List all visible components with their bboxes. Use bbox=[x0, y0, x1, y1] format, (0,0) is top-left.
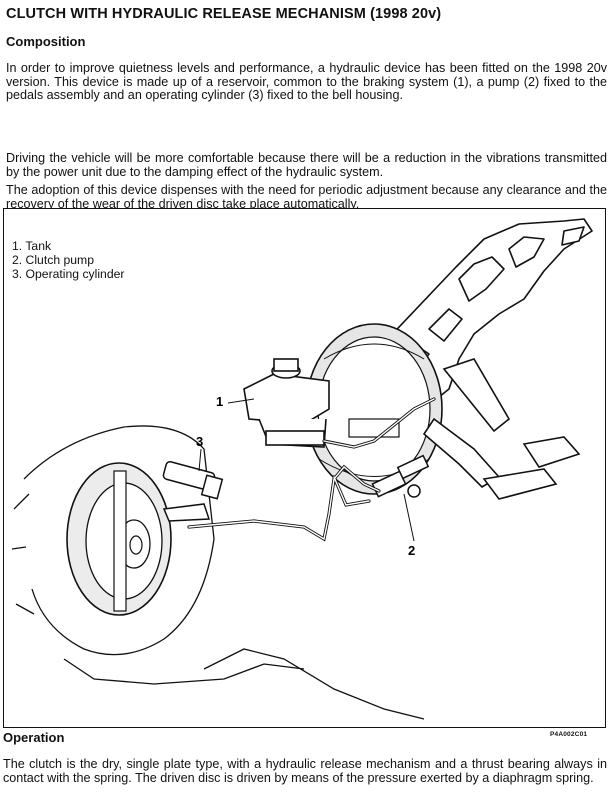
clutch-disc bbox=[66, 462, 172, 616]
callout-3: 3 bbox=[196, 434, 203, 449]
legend-item-clutch-pump: 2. Clutch pump bbox=[12, 253, 94, 267]
hydraulic-clutch-figure: 1. Tank 2. Clutch pump 3. Operating cyli… bbox=[3, 208, 606, 728]
callout-2: 2 bbox=[408, 543, 415, 558]
legend-item-operating-cylinder: 3. Operating cylinder bbox=[12, 267, 125, 281]
legend-item-tank: 1. Tank bbox=[12, 239, 52, 253]
composition-paragraph-3: The adoption of this device dispenses wi… bbox=[6, 183, 607, 211]
clutch-system-illustration: 1 3 2 bbox=[11, 218, 593, 720]
tank bbox=[243, 358, 330, 448]
callout-1: 1 bbox=[216, 394, 223, 409]
composition-paragraph-2: Driving the vehicle will be more comfort… bbox=[6, 151, 607, 179]
brake-booster bbox=[305, 323, 443, 495]
callout-leaders bbox=[198, 398, 415, 542]
operating-cylinder bbox=[162, 460, 224, 522]
composition-paragraph-1: In order to improve quietness levels and… bbox=[6, 61, 607, 102]
operation-heading: Operation bbox=[3, 730, 65, 745]
operation-paragraph: The clutch is the dry, single plate type… bbox=[3, 757, 607, 785]
bell-housing bbox=[11, 425, 425, 720]
figure-code: P4A002C01 bbox=[550, 731, 588, 738]
pedals bbox=[422, 358, 581, 500]
page-title: CLUTCH WITH HYDRAULIC RELEASE MECHANISM … bbox=[6, 6, 442, 22]
figure-legend: 1. Tank 2. Clutch pump 3. Operating cyli… bbox=[12, 239, 124, 281]
composition-heading: Composition bbox=[6, 34, 86, 49]
